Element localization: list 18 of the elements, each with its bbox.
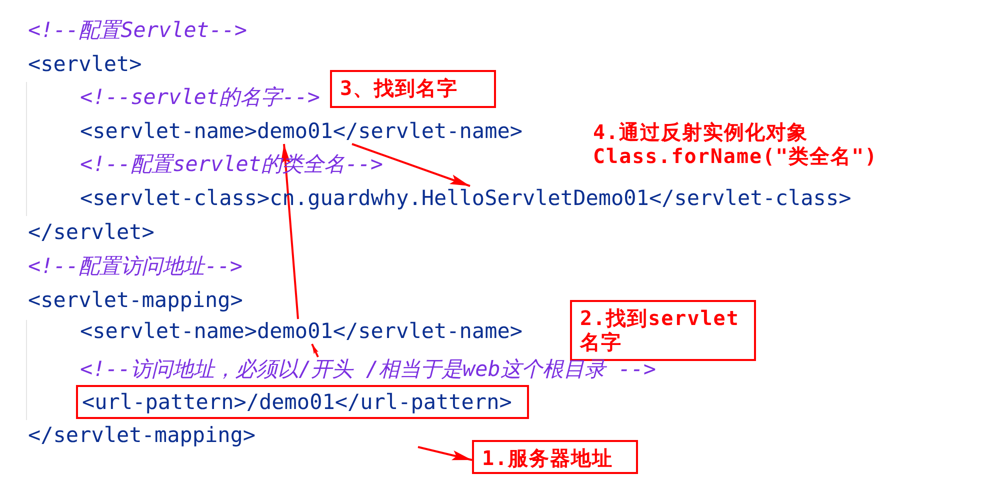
note-box: 3、找到名字 (330, 70, 496, 108)
note-box: 1.服务器地址 (472, 440, 638, 474)
annotation-text: 4.通过反射实例化对象Class.forName("类全名") (593, 120, 879, 168)
highlight-box: <url-pattern>/demo01</url-pattern> (76, 385, 529, 419)
arrow (280, 144, 299, 320)
arrow (311, 344, 319, 358)
code-comment: <!--servlet的名字--> (80, 85, 320, 110)
code-comment: <!--配置访问地址--> (28, 254, 243, 279)
code-line: <servlet-name>demo01</servlet-name> (80, 119, 523, 144)
code-line: <servlet> (28, 52, 142, 77)
note-box: 2.找到servlet名字 (570, 300, 756, 361)
code-comment: <!--配置Servlet--> (28, 18, 248, 43)
code-line: </servlet-mapping> (28, 423, 256, 448)
arrow (418, 446, 472, 461)
code-line: <servlet-mapping> (28, 288, 243, 313)
code-line: <servlet-name>demo01</servlet-name> (80, 319, 523, 344)
code-line: </servlet> (28, 220, 154, 245)
arrow (352, 143, 470, 187)
